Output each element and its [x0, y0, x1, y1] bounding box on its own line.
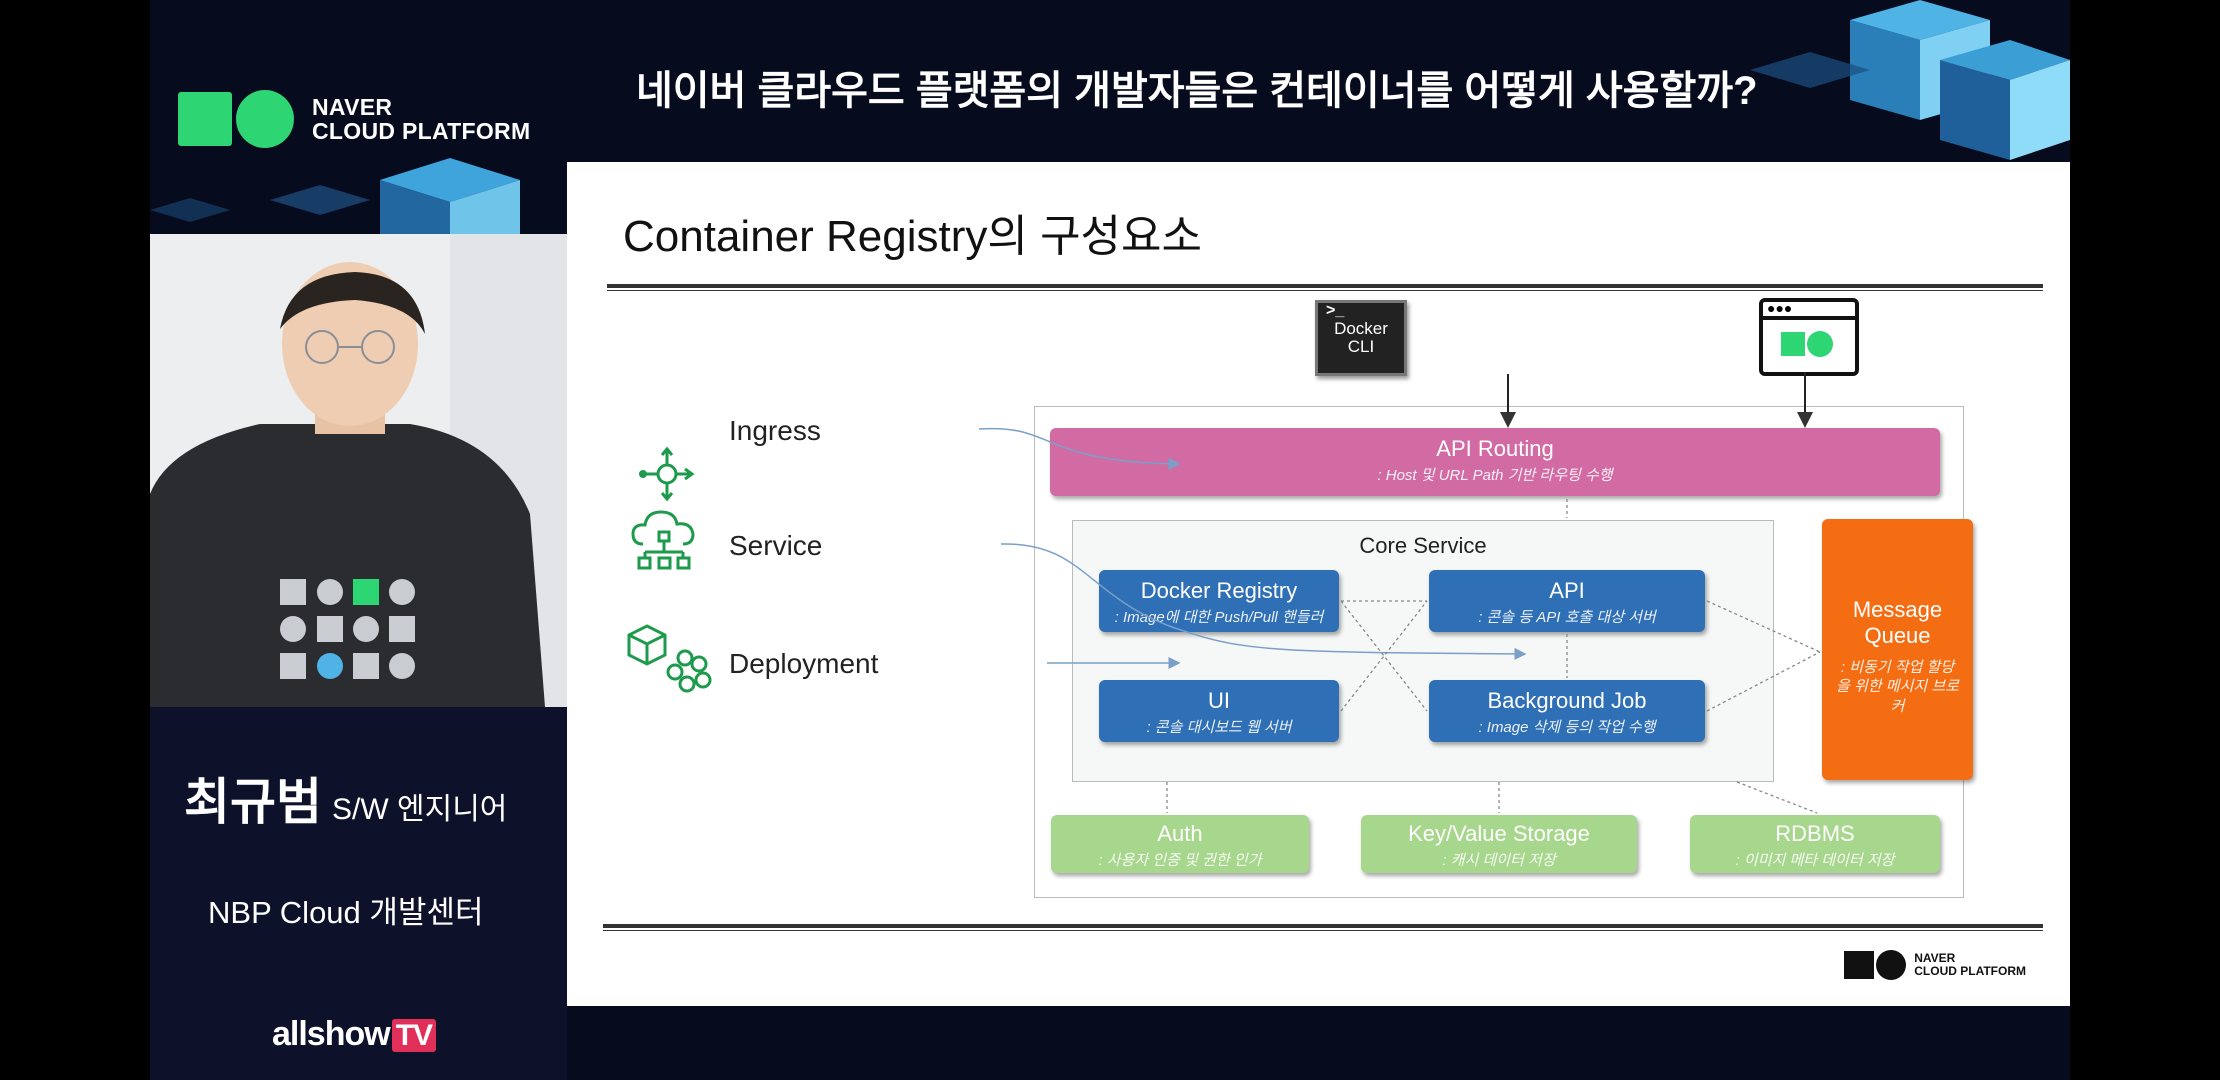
speaker-role: S/W 엔지니어 [332, 793, 508, 826]
speaker-video [150, 234, 567, 707]
slide-title: Container Registry의 구성요소 [623, 212, 1202, 261]
api-routing-box: API Routing : Host 및 URL Path 기반 라우팅 수행 [1050, 428, 1940, 496]
api-title: API [1549, 578, 1585, 603]
service-icon [631, 510, 695, 570]
footer-logo-line2: CLOUD PLATFORM [1914, 964, 2026, 978]
auth-desc: : 사용자 인증 및 권한 인가 [1098, 852, 1262, 869]
core-service-label: Core Service [1359, 533, 1487, 558]
background-job-box: Background Job : Image 삭제 등의 작업 수행 [1429, 680, 1705, 742]
window-titlebar: ●●● [1763, 301, 1855, 320]
ui-desc: : 콘솔 대시보드 웹 서버 [1146, 719, 1292, 736]
slide-footer-logo: NAVER CLOUD PLATFORM [1844, 950, 2026, 980]
kv-storage-box: Key/Value Storage : 캐시 데이터 저장 [1361, 815, 1637, 873]
ui-box: UI : 콘솔 대시보드 웹 서버 [1099, 680, 1339, 742]
logo-line2: CLOUD PLATFORM [312, 118, 531, 144]
logo-text: NAVER CLOUD PLATFORM [312, 95, 530, 143]
connector-lines [978, 372, 1821, 814]
docker-cli-line2: CLI [1347, 336, 1375, 356]
docker-cli-line1: Docker [1334, 318, 1388, 338]
console-logo-circle [1807, 331, 1833, 357]
naver-cloud-logo: NAVER CLOUD PLATFORM [178, 90, 530, 148]
message-queue-title1: Message [1852, 597, 1943, 622]
background-cubes-left [150, 158, 520, 240]
console-logo-square [1781, 332, 1805, 356]
service-label: Service [729, 530, 823, 561]
broadcast-frame: NAVER CLOUD PLATFORM 네이버 클라우드 플랫폼의 개발자들은… [150, 0, 2070, 1080]
ui-title: UI [1208, 688, 1230, 713]
docker-registry-box: Docker Registry : Image에 대한 Push/Pull 핸들… [1099, 570, 1339, 632]
auth-box: Auth : 사용자 인증 및 권한 인가 [1051, 815, 1309, 873]
logo-circle-icon [236, 90, 294, 148]
ingress-icon [639, 446, 695, 502]
footer-logo-square [1844, 951, 1875, 979]
footer-logo-text: NAVER CLOUD PLATFORM [1914, 952, 2026, 977]
docker-registry-desc: : Image에 대한 Push/Pull 핸들러 [1114, 609, 1324, 626]
logo-line1: NAVER [312, 93, 393, 120]
background-cubes-right [1750, 0, 2070, 160]
auth-title: Auth [1157, 821, 1203, 846]
prompt-glyph: >_ [1326, 302, 1345, 319]
speaker-name-line: 최규범 S/W 엔지니어 [184, 762, 507, 834]
rdbms-box: RDBMS : 이미지 메타 데이터 저장 [1690, 815, 1940, 873]
footer-logo-circle [1876, 950, 1907, 980]
top-divider [607, 284, 2043, 288]
api-desc: : 콘솔 등 API 호출 대상 서버 [1478, 609, 1656, 626]
api-routing-title: API Routing [1436, 436, 1554, 461]
footer-logo-line1: NAVER [1914, 951, 1956, 966]
message-queue-title2: Queue [1864, 623, 1931, 649]
api-box: API : 콘솔 등 API 호출 대상 서버 [1429, 570, 1705, 632]
broadcast-title: 네이버 클라우드 플랫폼의 개발자들은 컨테이너를 어떻게 사용할까? [636, 69, 1758, 113]
ingress-label: Ingress [729, 415, 821, 446]
speaker-illustration [150, 234, 567, 707]
speaker-name: 최규범 [184, 774, 322, 830]
background-job-title: Background Job [1487, 688, 1647, 713]
speaker-org: NBP Cloud 개발센터 [208, 895, 484, 930]
bottom-divider-thin [603, 930, 2043, 931]
rdbms-title: RDBMS [1775, 821, 1855, 846]
rdbms-desc: : 이미지 메타 데이터 저장 [1735, 852, 1895, 869]
deployment-label: Deployment [729, 648, 879, 679]
web-console-icon: ●●● [1759, 298, 1859, 376]
docker-cli-icon: >_ Docker CLI [1315, 300, 1407, 376]
kv-storage-title: Key/Value Storage [1408, 821, 1590, 846]
allshow-tv-badge: TV [391, 1019, 437, 1052]
allshow-text: allshow [272, 1015, 391, 1053]
logo-square-icon [178, 92, 232, 146]
background-job-desc: : Image 삭제 등의 작업 수행 [1478, 719, 1656, 736]
api-routing-desc: : Host 및 URL Path 기반 라우팅 수행 [1377, 467, 1613, 484]
kv-storage-desc: : 캐시 데이터 저장 [1442, 852, 1556, 869]
presentation-slide: Container Registry의 구성요소 >_ Docker CLI ●… [567, 162, 2070, 1006]
top-divider-thin [607, 290, 2043, 291]
deployment-icon [627, 624, 712, 693]
bottom-divider [603, 924, 2043, 928]
docker-registry-title: Docker Registry [1140, 578, 1298, 603]
message-queue-desc: : 비동기 작업 할당을 위한 메시지 브로커 [1836, 658, 1959, 715]
